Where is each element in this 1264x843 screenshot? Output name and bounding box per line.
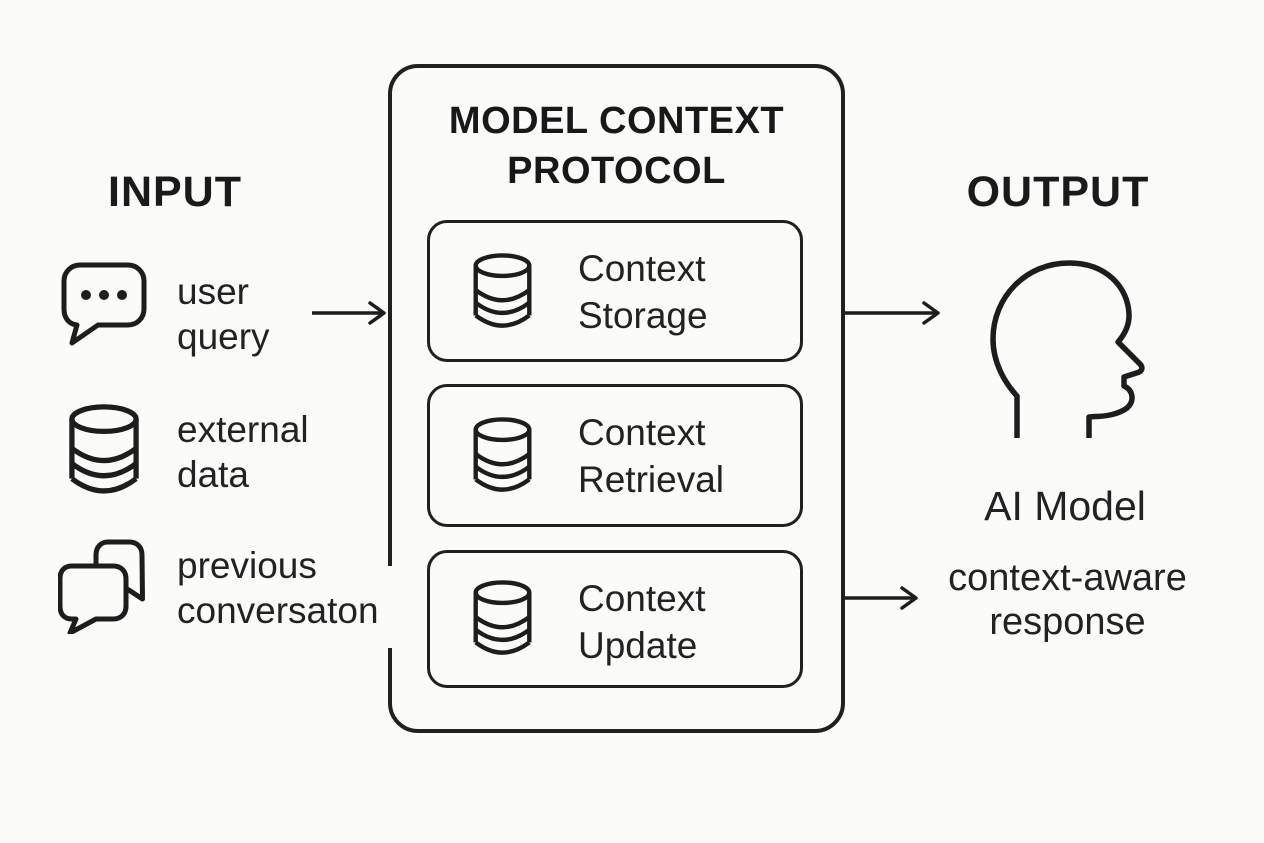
stage-label-line: Retrieval [578, 459, 724, 500]
input-heading: INPUT [108, 168, 242, 216]
database-icon [471, 580, 534, 656]
input-item-label-line: conversaton [177, 588, 382, 633]
database-icon [471, 253, 534, 329]
chat-bubble-dots-icon [60, 261, 148, 347]
output-arrow-top [844, 299, 942, 327]
input-item-label-line: query [177, 314, 273, 359]
stage-label-context-update: Context Update [578, 575, 706, 669]
input-item-label-line: external [177, 407, 312, 452]
border-gap-patch [383, 566, 394, 648]
stage-label-line: Storage [578, 295, 708, 336]
protocol-box [388, 64, 845, 733]
stage-box-context-retrieval [427, 384, 803, 527]
database-icon [471, 417, 534, 493]
response-label: context-aware response [930, 556, 1205, 644]
input-item-label-line: user [177, 269, 252, 314]
database-icon [66, 404, 142, 495]
response-label-line: context-aware [948, 557, 1187, 599]
input-item-external-data: external data [177, 407, 312, 497]
output-arrow-bottom [844, 584, 920, 612]
stage-box-context-storage [427, 220, 803, 362]
stage-label-context-retrieval: Context Retrieval [578, 409, 724, 503]
input-item-label-line: data [177, 452, 253, 497]
chat-bubbles-icon [58, 538, 146, 634]
stage-label-line: Update [578, 625, 698, 666]
protocol-title: MODEL CONTEXT PROTOCOL [388, 96, 845, 196]
input-item-user-query: user query [177, 269, 273, 359]
stage-box-context-update [427, 550, 803, 688]
output-heading: OUTPUT [966, 168, 1150, 216]
response-label-line: response [989, 601, 1146, 643]
stage-label-context-storage: Context Storage [578, 245, 708, 339]
input-item-label-line: previous [177, 543, 320, 588]
input-item-previous-conversation: previous conversaton [177, 543, 382, 633]
stage-label-line: Context [578, 578, 706, 619]
stage-label-line: Context [578, 412, 706, 453]
protocol-title-line: PROTOCOL [507, 150, 726, 192]
stage-label-line: Context [578, 248, 706, 289]
ai-model-label: AI Model [984, 483, 1146, 529]
input-arrow [310, 299, 390, 327]
protocol-title-line: MODEL CONTEXT [448, 100, 785, 142]
head-profile-icon [988, 260, 1148, 440]
